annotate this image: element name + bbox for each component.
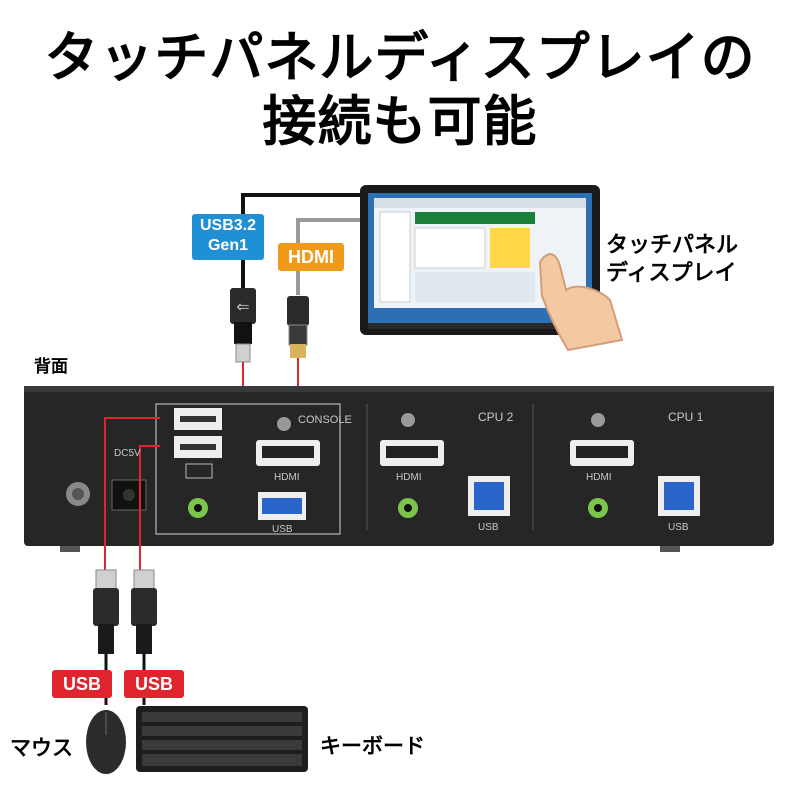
usb32-gen1-tag: USB3.2 Gen1 — [192, 214, 264, 260]
headline-line-2: 接続も可能 — [262, 90, 538, 153]
hdmi-tag: HDMI — [278, 243, 344, 271]
usb32-tag-line2: Gen1 — [207, 237, 248, 254]
usb-connector-left — [93, 569, 119, 705]
hdmi-cpu2-label: HDMI — [396, 472, 422, 483]
dc5v-label: DC5V — [114, 448, 141, 459]
usb-connector-right — [131, 569, 157, 705]
mouse-red-line — [104, 417, 160, 570]
cpu2-label: CPU 2 — [478, 410, 514, 424]
usb32-tag-line1: USB3.2 — [199, 217, 257, 234]
usb-tag-right: USB — [124, 670, 184, 698]
usb-cpu2-label: USB — [478, 522, 499, 533]
keyboard-red-line — [139, 445, 160, 570]
hdmi-connector — [287, 296, 309, 358]
keyboard-label: キーボード — [320, 734, 425, 758]
hand — [538, 253, 624, 352]
mouse — [86, 710, 126, 774]
hdmi-console-label: HDMI — [274, 472, 300, 483]
back-label: 背面 — [34, 357, 68, 377]
usb32-connector: ⇐ — [230, 288, 256, 363]
svg-text:⇐: ⇐ — [236, 297, 249, 316]
mouse-label: マウス — [10, 736, 73, 760]
usb-cpu1-label: USB — [668, 522, 689, 533]
touch-display-label-line2: ディスプレイ — [606, 261, 737, 286]
touch-display-label-line1: タッチパネル — [606, 233, 739, 258]
touch-display-label: タッチパネル ディスプレイ — [606, 232, 738, 288]
kvm-switch-body — [24, 386, 774, 552]
cpu1-label: CPU 1 — [668, 410, 704, 424]
usb-console-label: USB — [272, 524, 293, 535]
usb-tag-left: USB — [52, 670, 112, 698]
console-label: CONSOLE — [298, 414, 352, 426]
hdmi-cpu1-label: HDMI — [586, 472, 612, 483]
headline-line-1: タッチパネルディスプレイの — [44, 26, 756, 89]
